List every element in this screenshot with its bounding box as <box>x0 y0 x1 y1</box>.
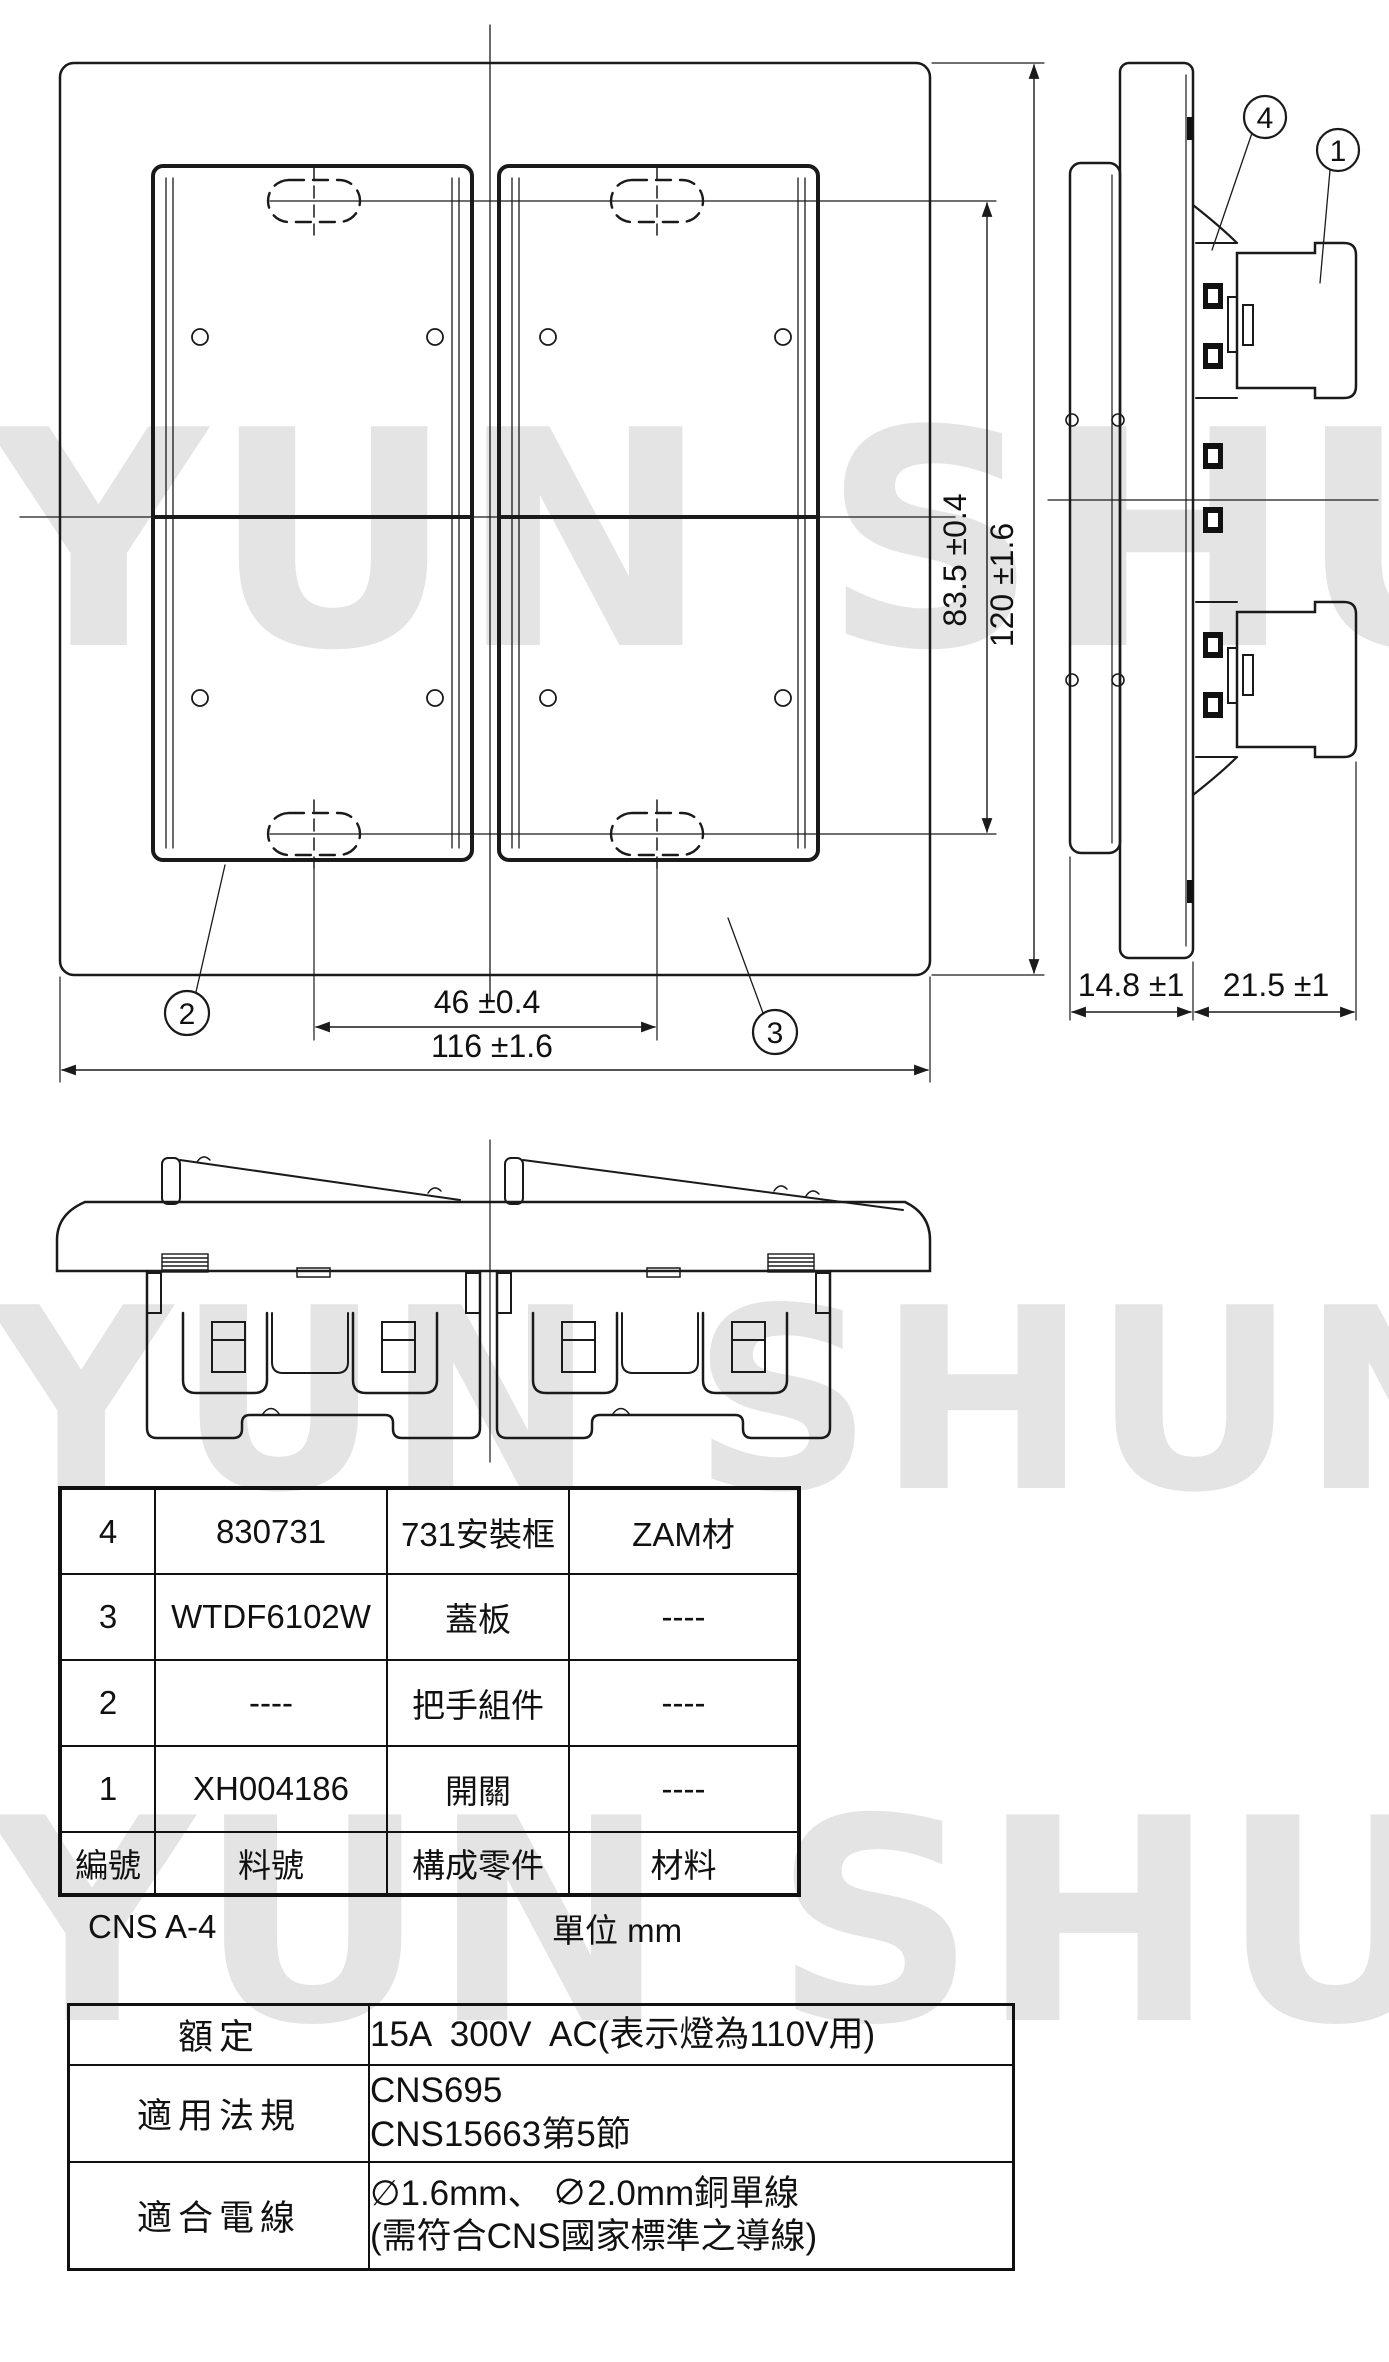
extension-lines <box>59 62 1045 1083</box>
watermark-top: YUN SHUN <box>0 367 1389 716</box>
parts-table-header-row: 編號 料號 構成零件 材料 <box>59 1831 800 1896</box>
spec-value-line: (需符合CNS國家標準之導線) <box>370 2217 818 2257</box>
dim-text-plate-width: 116 ±1.6 <box>431 1028 553 1064</box>
side-extension-lines <box>1069 761 1357 1021</box>
callout-3-bubble <box>751 1008 799 1056</box>
header-component: 構成零件 <box>386 1831 570 1896</box>
parts-table: 4 830731 731安裝框 ZAM材 3 WTDF6102W 蓋板 ----… <box>58 1486 801 1897</box>
switch-bottom-right <box>495 1269 832 1440</box>
frame-slots <box>1203 283 1223 718</box>
header-no: 編號 <box>59 1831 156 1896</box>
rocker-right-top <box>522 1159 904 1211</box>
dim-text-plate-height: 120 ±1.6 <box>984 523 1020 647</box>
callout-3-number: 3 <box>767 1017 784 1050</box>
standard-note: CNS A-4 <box>88 1908 217 1945</box>
callout-1-bubble <box>1315 127 1361 173</box>
rocker-left-top <box>179 1159 461 1201</box>
spec-value: ∅1.6mm、 ∅2.0mm銅單線 (需符合CNS國家標準之導線) <box>368 2160 1015 2271</box>
part-material-cell: ---- <box>568 1573 800 1661</box>
part-no-cell: 2 <box>59 1659 156 1747</box>
watermark-middle: YUN SHUN <box>0 1255 1389 1548</box>
switch-bottom-left <box>145 1269 482 1440</box>
dim-text-hole-pitch-v: 83.5 ±0.4 <box>937 493 973 626</box>
spec-value: 15A 300V AC(表示燈為110V用) <box>368 2003 1015 2066</box>
switch-body-upper <box>1235 241 1358 400</box>
cover-plate-outline <box>58 61 932 977</box>
rocker-left-post <box>161 1157 181 1205</box>
spec-row-wire: 適合電線 ∅1.6mm、 ∅2.0mm銅單線 (需符合CNS國家標準之導線) <box>67 2160 1015 2271</box>
spec-value-line: 15A 300V AC(表示燈為110V用) <box>370 2014 876 2054</box>
switch-body-lower <box>1235 600 1358 759</box>
module-left-outline <box>151 164 474 862</box>
side-screw-bumps <box>1065 413 1125 687</box>
part-code-cell: ---- <box>154 1659 388 1747</box>
rocker-right-post <box>504 1157 524 1205</box>
spec-table: 額定 15A 300V AC(表示燈為110V用) 適用法規 CNS695 CN… <box>67 2003 1015 2271</box>
plate-profile <box>55 1200 932 1273</box>
side-view: 4 1 14.8 ±1 21.5 ±1 <box>1047 61 1379 1021</box>
part-code-cell: WTDF6102W <box>154 1573 388 1661</box>
unit-note: 單位 mm <box>552 1912 683 1949</box>
callout-1-number: 1 <box>1330 135 1347 168</box>
table-row: 3 WTDF6102W 蓋板 ---- <box>59 1573 800 1661</box>
spec-label: 適合電線 <box>67 2160 370 2271</box>
table-row: 2 ---- 把手組件 ---- <box>59 1659 800 1747</box>
header-part-no: 料號 <box>154 1831 388 1896</box>
spec-value: CNS695 CNS15663第5節 <box>368 2063 1015 2163</box>
part-name-cell: 731安裝框 <box>386 1487 570 1575</box>
part-material-cell: ZAM材 <box>568 1487 800 1575</box>
spec-row-regulation: 適用法規 CNS695 CNS15663第5節 <box>67 2063 1015 2163</box>
front-view: 83.5 ±0.4 120 ±1.6 46 ±0.4 116 ±1.6 2 3 <box>19 24 1045 1083</box>
part-no-cell: 4 <box>59 1487 156 1575</box>
slot-centermarks <box>313 166 658 869</box>
part-no-cell: 1 <box>59 1745 156 1833</box>
spec-label: 適用法規 <box>67 2063 370 2163</box>
table-row: 4 830731 731安裝框 ZAM材 <box>59 1487 800 1575</box>
part-name-cell: 把手組件 <box>386 1659 570 1747</box>
callout-4-number: 4 <box>1257 102 1274 135</box>
callout-2-number: 2 <box>179 998 196 1031</box>
callout-4-bubble <box>1242 94 1288 140</box>
table-row: 1 XH004186 開關 ---- <box>59 1745 800 1833</box>
bottom-view <box>55 1139 932 1463</box>
spec-value-line: CNS15663第5節 <box>370 2115 631 2154</box>
part-material-cell: ---- <box>568 1745 800 1833</box>
spec-label: 額定 <box>67 2003 370 2066</box>
part-name-cell: 開關 <box>386 1745 570 1833</box>
spec-row-rating: 額定 15A 300V AC(表示燈為110V用) <box>67 2003 1015 2066</box>
dim-text-depth-rear: 14.8 ±1 <box>1078 967 1185 1003</box>
side-cover-plate-bar <box>1118 61 1195 960</box>
part-code-cell: XH004186 <box>154 1745 388 1833</box>
part-material-cell: ---- <box>568 1659 800 1747</box>
header-material: 材料 <box>568 1831 800 1896</box>
spec-value-line: ∅1.6mm、 ∅2.0mm銅單線 <box>370 2173 800 2213</box>
callout-2-bubble <box>163 989 211 1037</box>
part-no-cell: 3 <box>59 1573 156 1661</box>
part-name-cell: 蓋板 <box>386 1573 570 1661</box>
spec-value-line: CNS695 <box>370 2071 503 2111</box>
dim-text-depth-front: 21.5 ±1 <box>1223 967 1330 1003</box>
mounting-clips <box>161 1253 815 1273</box>
module-right-outline <box>497 164 820 862</box>
screw-holes <box>191 328 792 707</box>
part-code-cell: 830731 <box>154 1487 388 1575</box>
dim-text-hole-pitch-h: 46 ±0.4 <box>434 984 541 1020</box>
